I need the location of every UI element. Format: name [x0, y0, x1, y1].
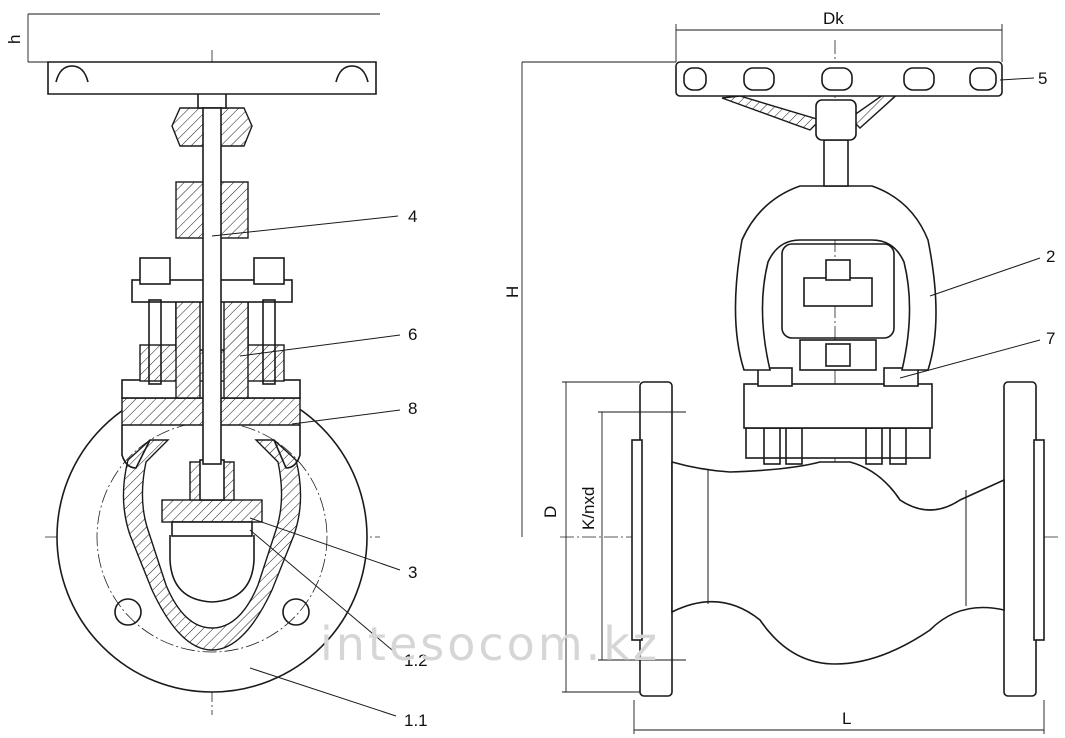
bolt-hole-right	[282, 598, 310, 626]
rim-grip-left	[55, 65, 89, 83]
flange-right-face	[1033, 439, 1045, 641]
rim-grip-2	[743, 67, 775, 91]
disc-section	[161, 499, 263, 523]
callouts-right	[899, 77, 1041, 379]
handwheel-hub-elevation	[815, 99, 857, 141]
rim-grip-4	[903, 67, 935, 91]
yoke	[734, 185, 937, 371]
callout-1-1: 1.1	[404, 711, 428, 730]
bonnet-nut-left	[757, 367, 793, 387]
bonnet-right-lip	[273, 425, 301, 469]
gland-window	[825, 343, 851, 367]
dim-label-h: h	[5, 35, 24, 44]
bonnet-flange	[745, 427, 931, 459]
upper-stem	[823, 139, 849, 187]
callout-3: 3	[408, 563, 417, 582]
yoke-stem-nut	[803, 277, 873, 307]
callouts-left	[211, 215, 401, 717]
handwheel-rim-elevation	[675, 61, 1003, 97]
valve-body-elevation	[671, 460, 1005, 665]
gland-nut-left	[139, 257, 171, 285]
dim-label-L: L	[842, 709, 851, 728]
leader-3	[249, 517, 401, 571]
callout-8: 8	[408, 399, 417, 418]
yoke-window	[781, 243, 895, 339]
leader-6	[239, 334, 401, 357]
callout-1-2: 1.2	[404, 651, 428, 670]
callout-6: 6	[408, 325, 417, 344]
gland-elevation	[799, 339, 877, 371]
inner-passage	[169, 535, 255, 603]
leader-7	[899, 339, 1041, 379]
callout-7: 7	[1046, 329, 1055, 348]
rim-grip-3	[821, 67, 853, 91]
leader-1-1	[249, 667, 397, 717]
yoke-stem-cap	[825, 259, 851, 281]
flange-left-face	[631, 439, 643, 641]
callout-4: 4	[408, 207, 417, 226]
handwheel-rim	[47, 61, 377, 95]
gland-bolt-left	[148, 299, 162, 385]
dim-label-D: D	[541, 506, 560, 518]
callout-2: 2	[1046, 247, 1055, 266]
gland-bolt-right	[262, 299, 276, 385]
gland-left-section	[175, 299, 201, 399]
rim-grip-right	[335, 65, 369, 83]
bonnet-nut-right	[883, 367, 919, 387]
leader-5	[999, 77, 1035, 81]
flange-right	[1003, 381, 1037, 697]
spoke-left	[721, 95, 822, 131]
dim-label-Knxd: K/nxd	[579, 487, 598, 530]
elevation-view	[521, 24, 1060, 734]
stem-nut	[199, 459, 225, 501]
leader-1-2	[249, 529, 399, 656]
leader-8	[291, 409, 401, 425]
stem	[202, 107, 222, 465]
rim-grip-1	[683, 67, 707, 91]
dim-label-Dk: Dk	[823, 9, 844, 28]
bolt-hole-left	[114, 598, 142, 626]
dim-label-H: H	[503, 286, 522, 298]
leader-2	[929, 257, 1041, 297]
leader-4	[211, 215, 399, 237]
rim-grip-5	[969, 67, 997, 91]
bonnet-left-lip	[121, 425, 151, 469]
seat-ring	[171, 521, 253, 537]
callout-5: 5	[1038, 69, 1047, 88]
gland-right-section	[223, 299, 249, 399]
section-view	[27, 13, 380, 715]
gland-nut-right	[253, 257, 285, 285]
bonnet-body	[743, 383, 933, 429]
watermark: intesocom.kz	[320, 617, 660, 671]
